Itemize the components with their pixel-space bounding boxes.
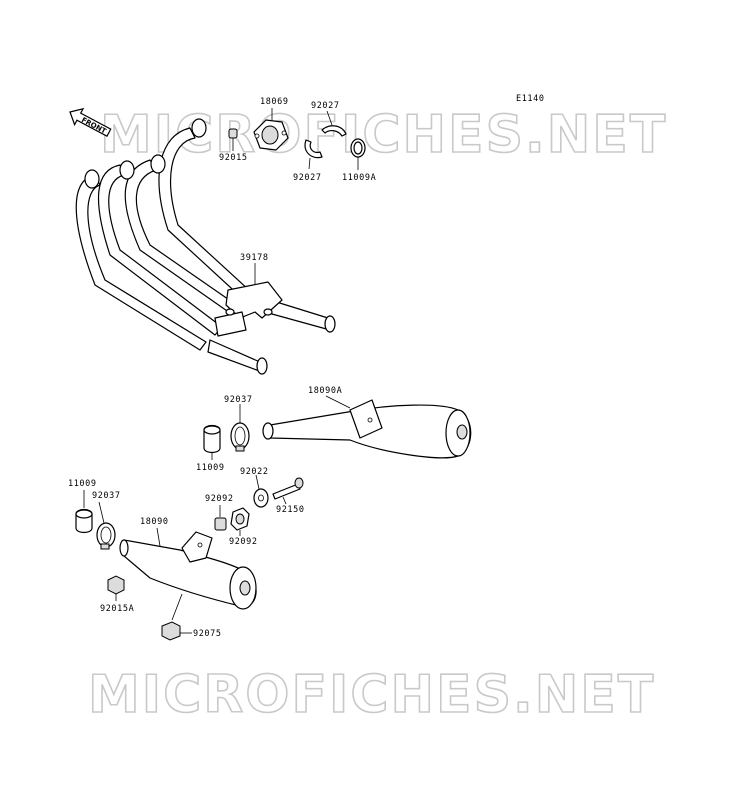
label-92037-lower: 92037	[92, 491, 121, 501]
label-92022: 92022	[240, 467, 269, 477]
label-18069: 18069	[260, 97, 289, 107]
part-92075-damper	[161, 621, 181, 641]
label-92027-top: 92027	[311, 101, 340, 111]
label-92015a: 92015A	[100, 604, 134, 614]
label-11009-upper: 11009	[196, 463, 225, 473]
part-92027-half-ring-lower	[304, 139, 323, 159]
label-92150: 92150	[276, 505, 305, 515]
part-11009-gasket-upper	[203, 424, 221, 454]
part-92022-washer	[253, 488, 269, 508]
part-92015a-nut	[107, 575, 125, 595]
diagram-code: E1140	[516, 94, 545, 104]
exhaust-header-pipes	[75, 118, 336, 375]
watermark-top: MICROFICHES.NET	[100, 105, 667, 165]
part-92037-clamp-upper	[230, 422, 250, 452]
part-92015-nut	[228, 128, 238, 139]
part-92037-clamp-lower	[96, 522, 116, 550]
label-92092-lower: 92092	[229, 537, 258, 547]
part-18069-flange	[253, 119, 289, 151]
label-92027-bottom: 92027	[293, 173, 322, 183]
label-11009-lower: 11009	[68, 479, 97, 489]
label-92015: 92015	[219, 153, 248, 163]
part-18090a-right-muffler	[262, 399, 472, 459]
part-92092-collar	[214, 517, 227, 531]
label-39178: 39178	[240, 253, 269, 263]
label-18090a: 18090A	[308, 386, 342, 396]
part-92027-half-ring-upper	[321, 125, 347, 137]
part-92092-grommet	[230, 507, 250, 531]
label-92075: 92075	[193, 629, 222, 639]
part-11009-gasket-lower	[75, 508, 93, 534]
label-11009a: 11009A	[342, 173, 376, 183]
label-92092-upper: 92092	[205, 494, 234, 504]
label-92037-upper: 92037	[224, 395, 253, 405]
label-18090: 18090	[140, 517, 169, 527]
part-18090-left-muffler	[119, 531, 257, 610]
part-11009a-gasket	[350, 138, 366, 158]
part-92150-bolt	[272, 477, 304, 500]
watermark-bottom: MICROFICHES.NET	[88, 665, 655, 725]
